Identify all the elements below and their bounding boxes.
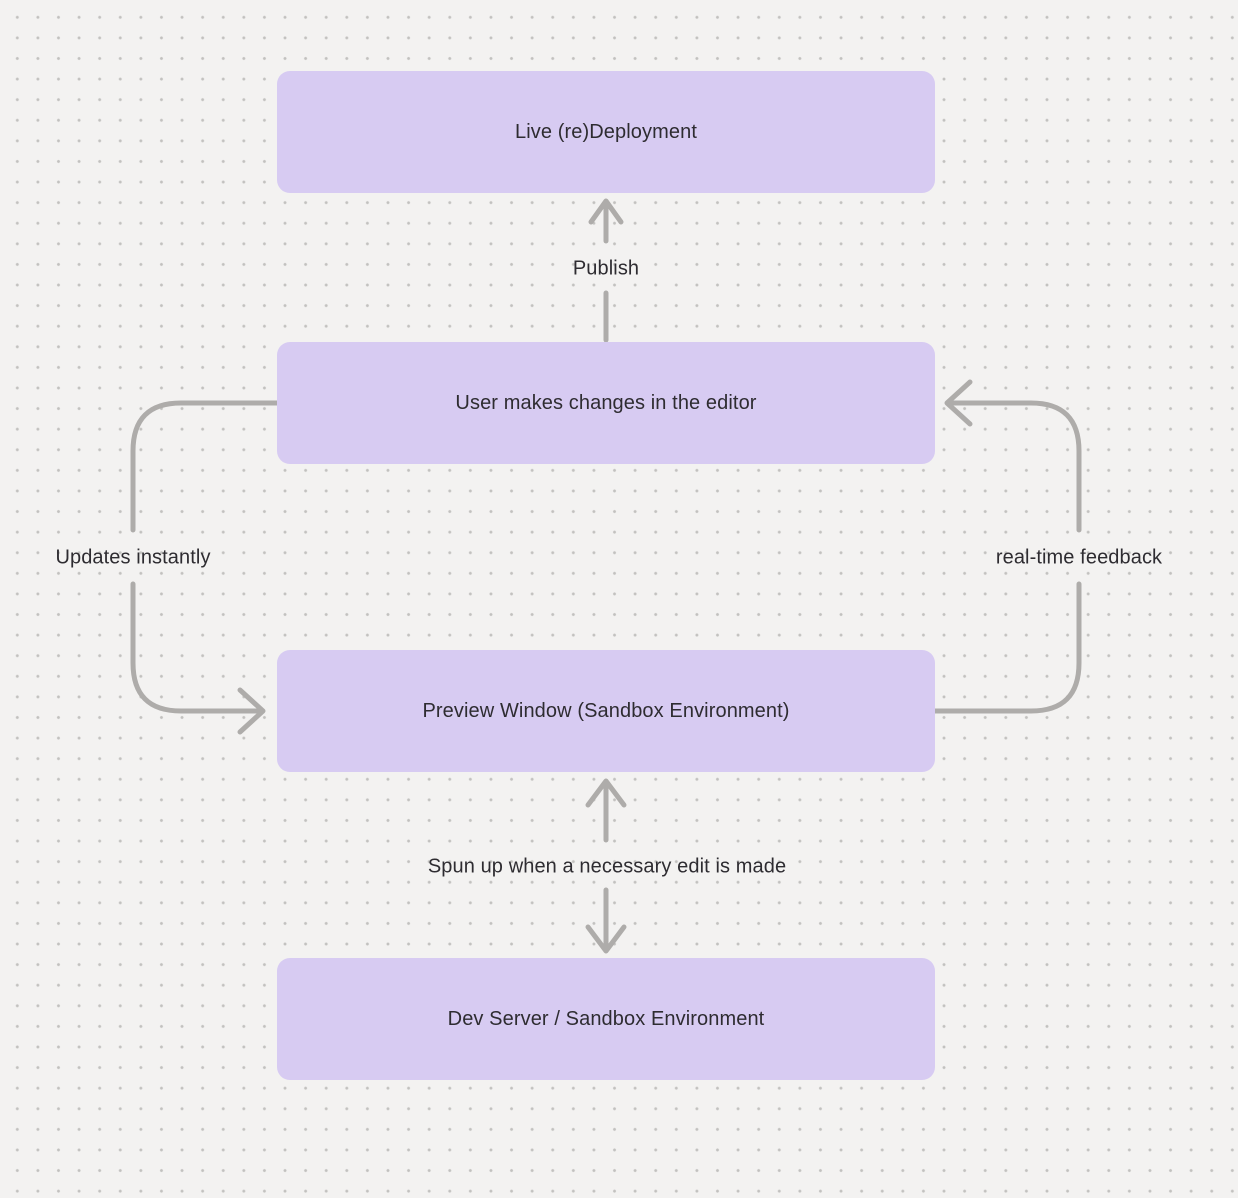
arrowhead-right-icon	[237, 687, 266, 735]
edge-label-realtime-feedback[interactable]: real-time feedback	[995, 546, 1163, 569]
node-label: Live (re)Deployment	[515, 120, 697, 143]
edge-label-publish[interactable]: Publish	[572, 257, 640, 280]
updates-arrow-upper-segment	[130, 400, 280, 533]
node-live-redeployment[interactable]: Live (re)Deployment	[277, 71, 935, 193]
node-preview-window[interactable]: Preview Window (Sandbox Environment)	[277, 650, 935, 772]
feedback-arrow-upper-segment	[949, 400, 1082, 533]
edge-label-spun-up[interactable]: Spun up when a necessary edit is made	[427, 855, 787, 878]
realtime-feedback-arrow[interactable]	[932, 379, 1082, 714]
arrowhead-left-icon	[944, 379, 973, 427]
node-label: Dev Server / Sandbox Environment	[447, 1007, 765, 1030]
updates-arrow-lower-segment	[130, 581, 261, 714]
node-label: Preview Window (Sandbox Environment)	[422, 699, 790, 722]
arrowhead-down-icon	[585, 924, 627, 954]
updates-instantly-arrow[interactable]	[130, 400, 280, 735]
node-dev-server[interactable]: Dev Server / Sandbox Environment	[277, 958, 935, 1080]
feedback-arrow-lower-segment	[932, 581, 1082, 714]
arrowhead-up-icon	[585, 778, 627, 808]
arrowhead-up-icon	[588, 198, 624, 225]
node-label: User makes changes in the editor	[455, 391, 757, 414]
edge-label-updates-instantly[interactable]: Updates instantly	[55, 546, 211, 569]
spun-up-arrow[interactable]	[585, 778, 627, 954]
node-user-editor[interactable]: User makes changes in the editor	[277, 342, 935, 464]
publish-arrow[interactable]	[588, 198, 624, 343]
